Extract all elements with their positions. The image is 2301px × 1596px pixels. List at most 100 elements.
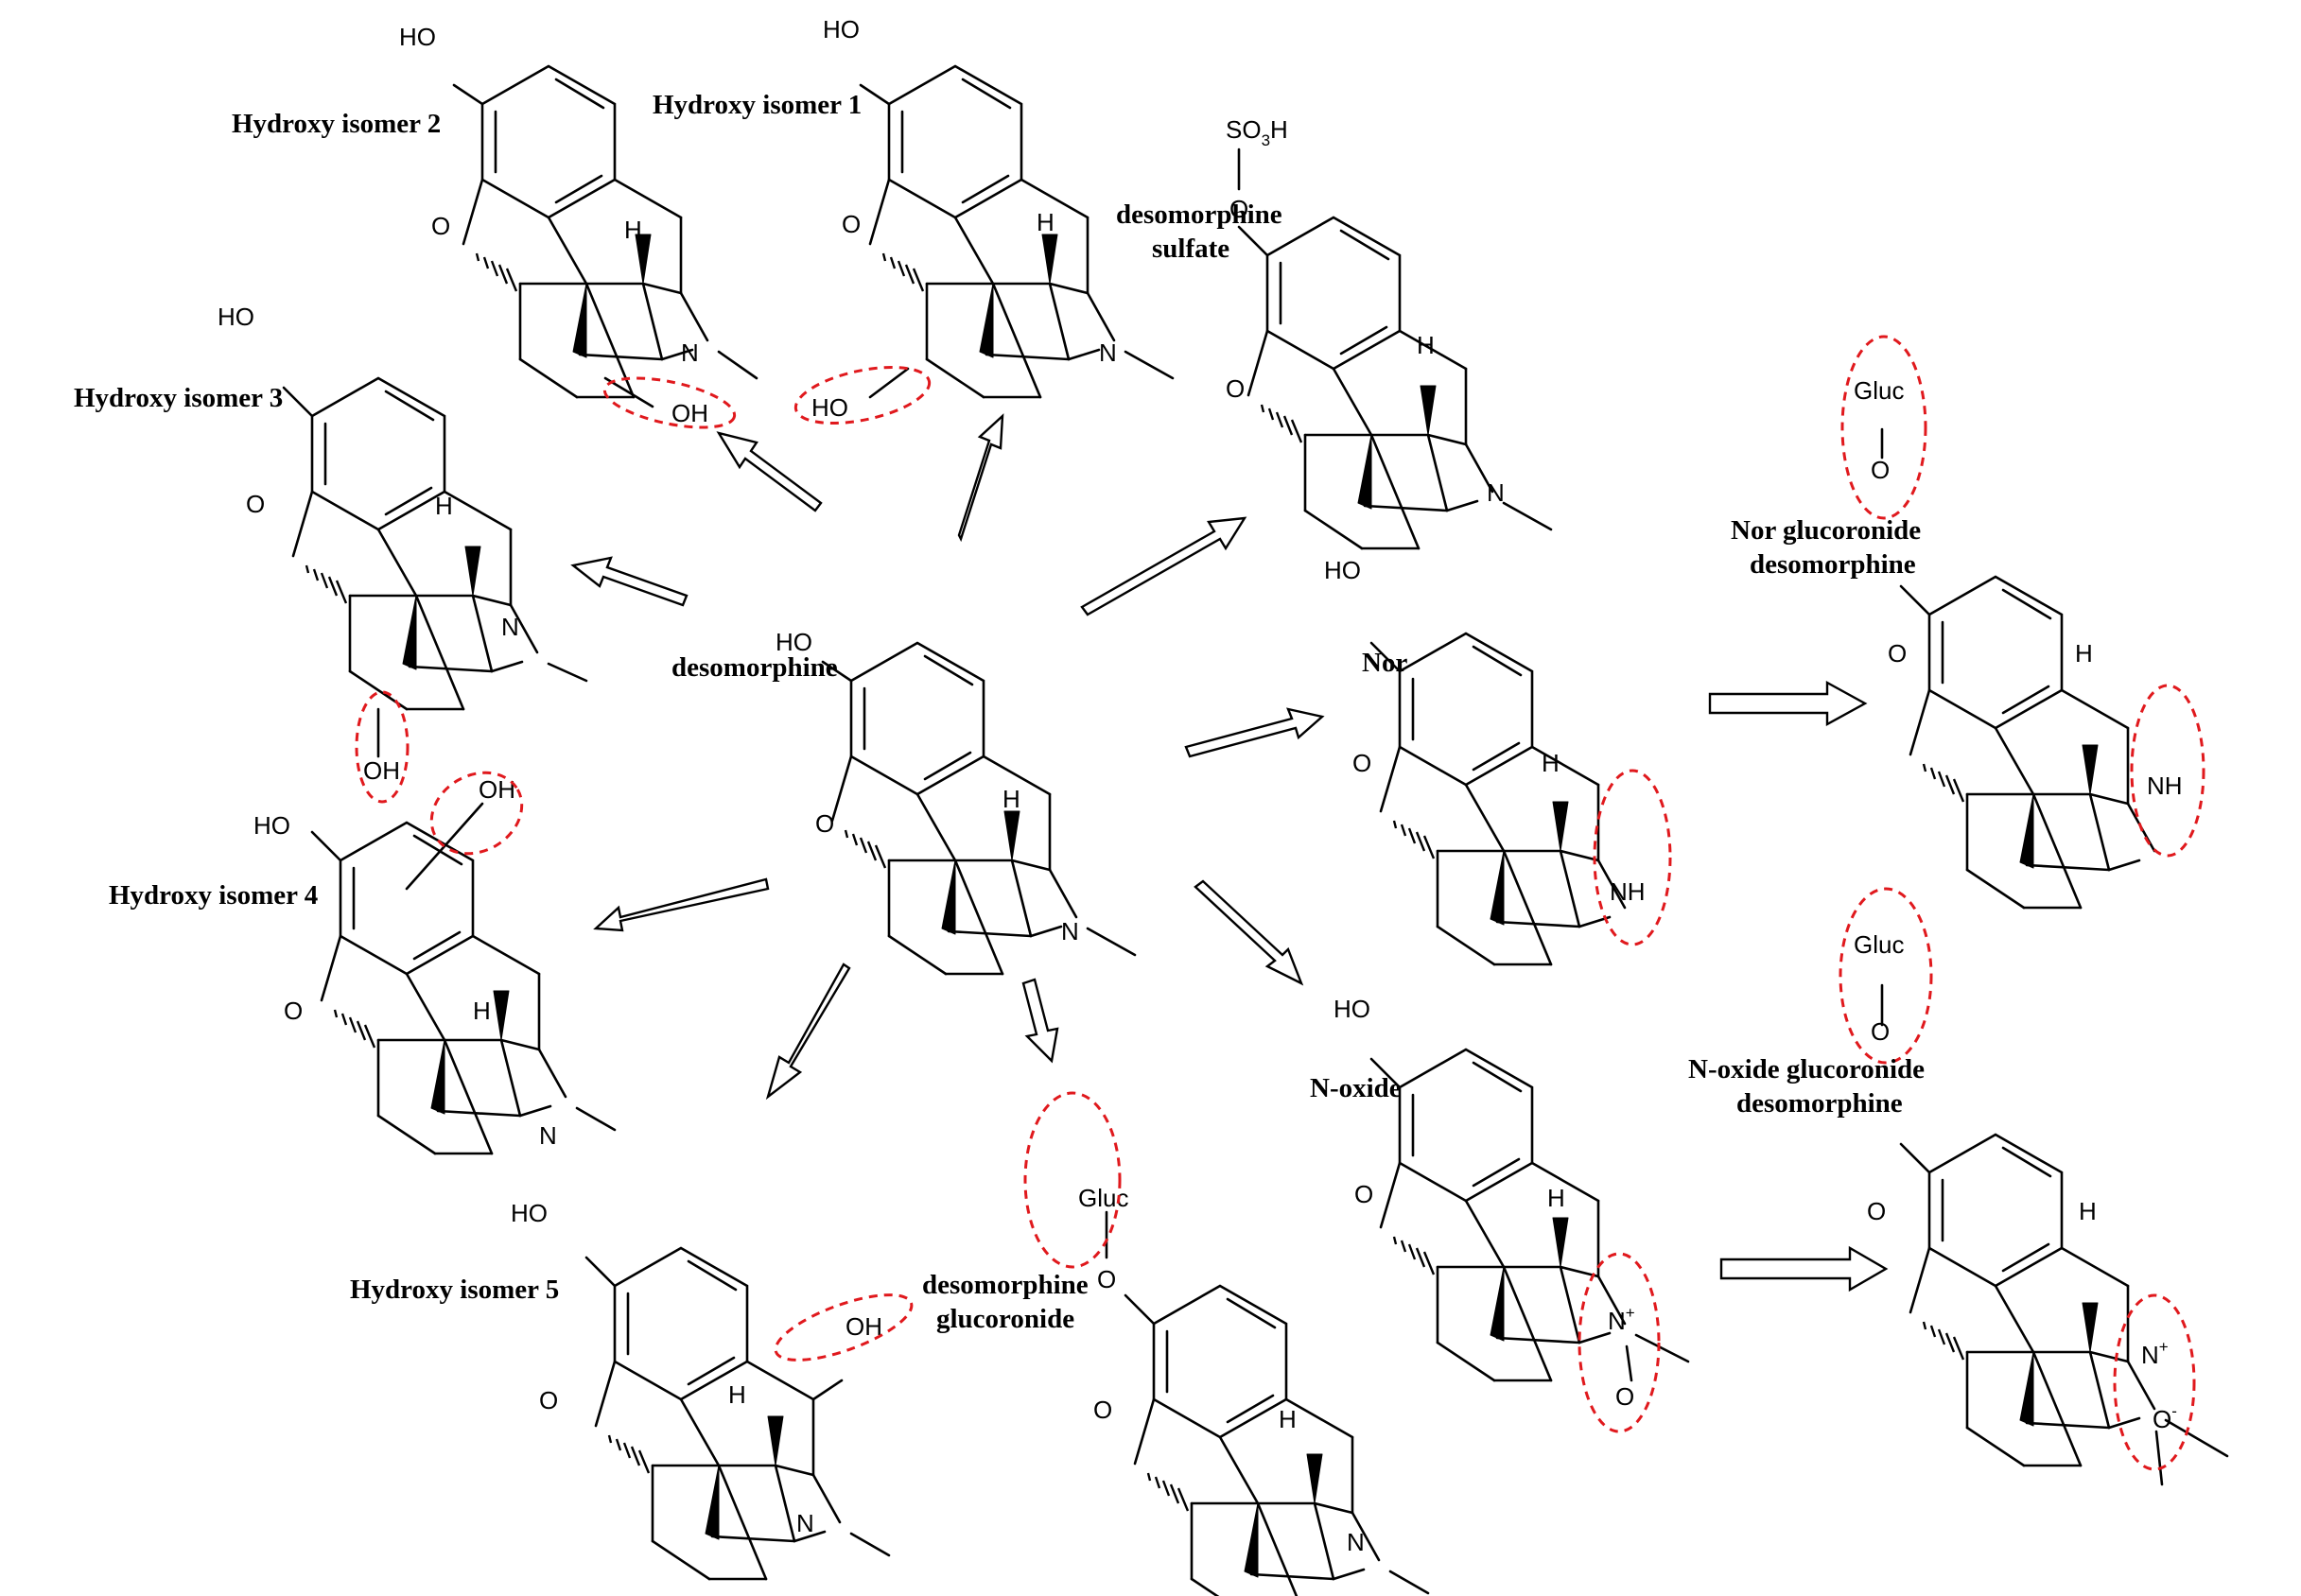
svg-text:H: H — [1279, 1405, 1297, 1433]
svg-text:N: N — [681, 338, 699, 367]
svg-text:H: H — [1002, 785, 1020, 813]
label-hydroxy-isomer-2: Hydroxy isomer 2 — [232, 109, 441, 139]
svg-text:NH: NH — [1610, 877, 1646, 906]
highlight-hydroxy-isomer-3 — [355, 690, 410, 804]
svg-text:H: H — [1542, 749, 1560, 777]
svg-text:H: H — [624, 216, 642, 244]
structure-nor-glucoronide-desomorphine: O Gluc O H NH — [1854, 376, 2183, 910]
label-desomorphine-glucoronide-line1: desomorphine — [922, 1270, 1089, 1300]
svg-text:O: O — [1097, 1265, 1116, 1293]
svg-text:O: O — [1888, 639, 1907, 668]
svg-text:O: O — [1093, 1396, 1112, 1424]
svg-text:HO: HO — [1324, 556, 1361, 584]
svg-text:OH: OH — [363, 756, 400, 785]
label-hydroxy-isomer-1: Hydroxy isomer 1 — [653, 90, 862, 120]
structure-desomorphine-sulfate: O SO3H O H N — [1226, 115, 1553, 550]
svg-text:H: H — [473, 997, 491, 1025]
label-hydroxy-isomer-3: Hydroxy isomer 3 — [74, 383, 283, 413]
svg-text:O: O — [1871, 1017, 1890, 1046]
svg-text:OH: OH — [845, 1312, 882, 1341]
svg-text:H: H — [2075, 639, 2093, 668]
highlight-nor-glucoronide-o — [1840, 335, 1927, 520]
svg-text:HO: HO — [1334, 995, 1370, 1023]
svg-text:H: H — [728, 1380, 746, 1409]
structure-desomorphine: HO O H N — [776, 628, 1137, 976]
svg-text:O: O — [1354, 1180, 1373, 1208]
svg-text:Gluc: Gluc — [1078, 1184, 1128, 1212]
highlight-n-oxide-glucoronide-n — [2113, 1293, 2196, 1471]
structure-nor: HO O H NH — [1324, 556, 1646, 966]
label-nor-glucoronide-line2: desomorphine — [1750, 549, 1916, 580]
svg-text:HO: HO — [399, 23, 436, 51]
svg-text:N: N — [501, 613, 519, 641]
svg-text:N: N — [1099, 338, 1117, 367]
highlight-nor-glucoronide-nh — [2130, 684, 2205, 858]
highlight-n-oxide-glucoronide-o — [1839, 887, 1933, 1065]
arrow-to-desomorphine-glucoronide — [1021, 978, 1059, 1064]
svg-text:OH: OH — [479, 775, 515, 804]
svg-text:N: N — [1061, 917, 1079, 945]
arrow-to-nor — [1184, 707, 1325, 758]
label-nor-glucoronide-line1: Nor glucoronide — [1731, 515, 1921, 546]
svg-text:N+: N+ — [2141, 1338, 2169, 1369]
highlight-hydroxy-isomer-1 — [793, 365, 932, 425]
arrow-to-hydroxy-isomer-2 — [716, 431, 823, 512]
svg-text:OH: OH — [671, 399, 708, 427]
highlight-hydroxy-isomer-4 — [429, 771, 524, 856]
structure-hydroxy-isomer-5: HO O H N OH — [511, 1199, 891, 1581]
arrow-nor-to-nor-glucoronide — [1708, 680, 1868, 727]
structure-n-oxide-glucoronide-desomorphine: O Gluc O H N+ O- — [1854, 930, 2229, 1486]
svg-text:N+: N+ — [1608, 1304, 1635, 1335]
svg-text:O: O — [1229, 195, 1248, 223]
arrow-to-hydroxy-isomer-3 — [570, 556, 689, 607]
svg-text:H: H — [1417, 331, 1435, 359]
label-hydroxy-isomer-5: Hydroxy isomer 5 — [350, 1275, 559, 1305]
svg-text:O: O — [431, 212, 450, 240]
svg-text:O: O — [842, 210, 861, 238]
highlight-desomorphine-glucoronide — [1023, 1091, 1122, 1269]
structure-hydroxy-isomer-3: HO O H N OH — [218, 303, 588, 785]
svg-text:O: O — [1871, 456, 1890, 484]
label-nor: Nor — [1362, 648, 1407, 678]
label-n-oxide: N-oxide — [1310, 1073, 1402, 1103]
svg-text:N: N — [539, 1121, 557, 1150]
svg-text:HO: HO — [253, 811, 290, 840]
label-n-oxide-glucoronide-line2: desomorphine — [1736, 1088, 1903, 1119]
svg-text:N: N — [1347, 1528, 1365, 1556]
arrow-to-hydroxy-isomer-4 — [593, 877, 770, 932]
label-n-oxide-glucoronide-line1: N-oxide glucoronide — [1688, 1054, 1925, 1084]
arrow-to-hydroxy-isomer-5 — [765, 963, 851, 1101]
label-desomorphine-sulfate-line1: desomorphine — [1116, 200, 1282, 230]
svg-text:Gluc: Gluc — [1854, 376, 1904, 405]
label-desomorphine-sulfate-line2: sulfate — [1152, 234, 1229, 264]
svg-text:HO: HO — [776, 628, 812, 656]
highlight-n-oxide — [1578, 1252, 1661, 1433]
svg-text:SO3H: SO3H — [1226, 115, 1288, 149]
arrow-to-hydroxy-isomer-1 — [957, 413, 1004, 543]
svg-text:H: H — [1037, 208, 1055, 236]
svg-text:HO: HO — [811, 393, 848, 422]
structure-hydroxy-isomer-1: HO O H N HO — [811, 15, 1175, 422]
svg-text:O: O — [1615, 1382, 1634, 1411]
structure-desomorphine-glucoronide: O Gluc O H N — [1078, 1184, 1430, 1596]
arrow-n-oxide-to-n-oxide-glucoronide — [1719, 1245, 1889, 1292]
structure-n-oxide: HO O H N+ O — [1334, 995, 1690, 1411]
arrow-to-desomorphine-sulfate — [1080, 516, 1247, 616]
svg-text:O: O — [539, 1386, 558, 1414]
svg-text:O: O — [1352, 749, 1371, 777]
highlight-nor — [1593, 769, 1672, 946]
svg-text:HO: HO — [511, 1199, 548, 1227]
svg-text:O: O — [1867, 1197, 1886, 1225]
svg-text:Gluc: Gluc — [1854, 930, 1904, 959]
structure-hydroxy-isomer-2: HO O H N OH — [399, 23, 758, 427]
structure-hydroxy-isomer-4: HO O H N OH — [253, 775, 617, 1155]
label-desomorphine: desomorphine — [671, 652, 838, 683]
svg-text:HO: HO — [218, 303, 254, 331]
svg-text:H: H — [1547, 1184, 1565, 1212]
svg-text:O: O — [1226, 374, 1245, 403]
svg-text:H: H — [2079, 1197, 2097, 1225]
highlight-hydroxy-isomer-2 — [602, 376, 737, 429]
svg-text:O: O — [284, 997, 303, 1025]
svg-text:N: N — [796, 1509, 814, 1537]
